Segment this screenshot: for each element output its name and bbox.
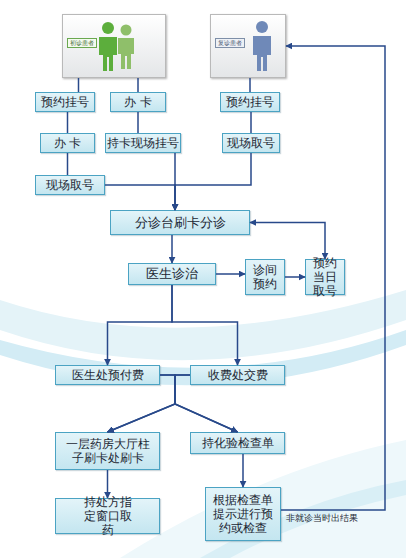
body (99, 37, 117, 71)
process-box: 持卡现场挂号 (105, 133, 181, 153)
flow-connector (105, 185, 175, 210)
patient-card: 复诊患者 (210, 14, 286, 78)
flow-connector (250, 112, 252, 133)
box-text: 根据检查单提示进行预约或检查 (213, 493, 273, 535)
head (121, 25, 132, 36)
patient-label: 复诊患者 (215, 38, 245, 48)
process-box: 一层药房大厅柱子刷卡处刷卡 (55, 432, 160, 470)
box-text: 办 卡 (54, 136, 82, 150)
flow-connector (174, 153, 176, 210)
green-figures (118, 25, 134, 70)
flow-connector (172, 285, 238, 365)
flow-connector (108, 375, 176, 432)
box-text: 诊间预约 (250, 263, 280, 291)
blue-figure (253, 21, 271, 71)
edge-label: 非就诊当时出结果 (286, 513, 358, 523)
head (102, 22, 114, 34)
box-text: 现场取号 (46, 178, 94, 192)
flow-connector (216, 273, 245, 275)
flow-connector (285, 276, 305, 278)
box-text: 持卡现场挂号 (107, 136, 179, 150)
box-text: 收费处交费 (208, 368, 268, 382)
flow-connector (160, 375, 238, 432)
process-box: 诊间预约 (245, 259, 285, 295)
patient-label: 初诊患者 (67, 38, 97, 48)
flow-connector (78, 78, 80, 92)
flow-connector (137, 112, 139, 133)
swoosh (120, 440, 406, 558)
box-text: 医生处预付费 (72, 368, 144, 382)
flow-connector (108, 375, 191, 432)
process-box: 分诊台刷卡分诊 (110, 210, 250, 235)
flow-connector (67, 153, 69, 175)
head (256, 21, 268, 33)
swoosh (200, 480, 406, 558)
process-box: 医生处预付费 (55, 365, 160, 385)
box-text: 持化验检查单 (202, 436, 274, 450)
process-box: 办 卡 (110, 92, 166, 112)
flow-connector (67, 112, 69, 133)
box-text: 医生诊治 (146, 267, 198, 281)
box-text: 一层药房大厅柱子刷卡处刷卡 (65, 437, 150, 465)
process-box: 预约挂号 (220, 92, 280, 112)
process-box: 根据检查单提示进行预约或检查 (205, 487, 281, 541)
green-figures (99, 22, 117, 71)
process-box: 预约当日取号 (305, 259, 345, 295)
process-box: 收费处交费 (190, 365, 285, 385)
flow-connector (175, 375, 238, 432)
body (253, 36, 271, 71)
box-text: 预约挂号 (41, 95, 89, 109)
flow-connector (249, 78, 251, 92)
process-box: 现场取号 (222, 133, 280, 153)
process-box: 预约挂号 (35, 92, 95, 112)
flow-connector (242, 454, 244, 487)
flow-connector (175, 153, 251, 210)
flow-connector (137, 78, 139, 92)
box-text: 现场取号 (227, 136, 275, 150)
body (118, 38, 134, 69)
flow-connector (171, 235, 173, 263)
box-text: 分诊台刷卡分诊 (135, 216, 226, 230)
flow-connector (108, 285, 173, 365)
process-box: 办 卡 (40, 133, 95, 153)
box-text: 持处方指定窗口取药 (78, 495, 137, 537)
swoosh (0, 330, 406, 385)
flow-connector (250, 223, 325, 260)
patient-card: 初诊患者 (62, 14, 166, 78)
process-box: 持化验检查单 (190, 432, 285, 454)
box-text: 预约挂号 (226, 95, 274, 109)
box-text: 办 卡 (124, 95, 152, 109)
process-box: 医生诊治 (128, 263, 216, 285)
flow-connector (107, 470, 109, 498)
process-box: 现场取号 (35, 175, 105, 195)
process-box: 持处方指定窗口取药 (55, 498, 160, 534)
box-text: 预约当日取号 (308, 256, 342, 298)
flow-connector (281, 46, 385, 510)
